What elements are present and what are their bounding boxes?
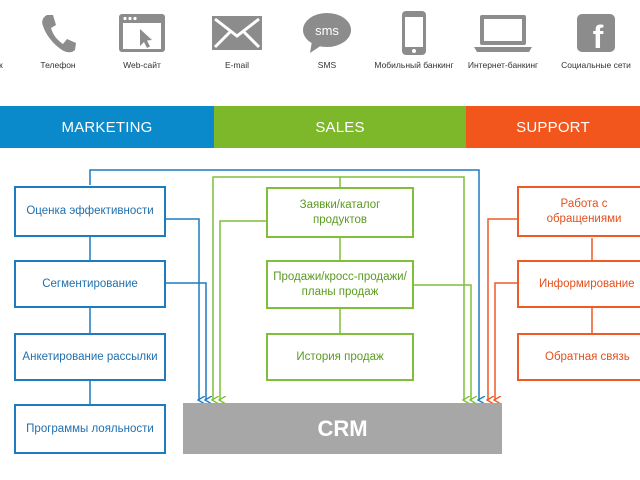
marketing-band-label: MARKETING bbox=[61, 118, 153, 136]
box-label: Обратная связь bbox=[545, 350, 630, 363]
channel-phone: Телефон bbox=[13, 8, 103, 70]
box-label: Сегментирование bbox=[42, 277, 138, 290]
box-label: Заявки/каталог продуктов bbox=[299, 198, 381, 226]
channel-label: SMS bbox=[317, 60, 337, 70]
channel-label: Интернет-банкинг bbox=[467, 60, 539, 70]
channel-email: E-mail bbox=[192, 8, 282, 70]
browser-icon bbox=[97, 8, 187, 58]
channel-label: E-mail bbox=[224, 60, 250, 70]
box-label: Анкетирование рассылки bbox=[22, 350, 158, 363]
sms-icon-text: sms bbox=[315, 23, 339, 38]
crm-block: CRM bbox=[183, 403, 502, 454]
channel-contact: ж bbox=[0, 8, 45, 70]
support-box-informing: Информирование bbox=[517, 260, 640, 308]
box-label: Продажи/кросс-продажи/планы продаж bbox=[273, 270, 407, 298]
box-label: История продаж bbox=[296, 350, 384, 363]
box-label: Работа с обращениями bbox=[546, 197, 622, 225]
channel-label: Web-сайт bbox=[123, 60, 161, 70]
envelope-icon bbox=[192, 8, 282, 58]
facebook-icon: f bbox=[551, 8, 640, 58]
marketing-box-evaluation: Оценка эффективности bbox=[14, 186, 166, 237]
smartphone-icon bbox=[369, 8, 459, 58]
channel-label: Социальные сети bbox=[561, 60, 631, 70]
marketing-box-loyalty: Программы лояльности bbox=[14, 404, 166, 454]
sales-band-label: SALES bbox=[315, 118, 365, 136]
sales-box-requests: Заявки/каталог продуктов bbox=[266, 187, 414, 238]
channel-label: ж bbox=[0, 60, 45, 70]
laptop-icon bbox=[458, 8, 548, 58]
sales-band: SALES bbox=[214, 106, 466, 148]
sms-icon: sms bbox=[282, 8, 372, 58]
box-label: Оценка эффективности bbox=[26, 205, 154, 217]
marketing-band: MARKETING bbox=[0, 106, 214, 148]
channel-label: Телефон bbox=[40, 60, 76, 70]
sales-box-history: История продаж bbox=[266, 333, 414, 381]
sales-box-cross-sales: Продажи/кросс-продажи/планы продаж bbox=[266, 260, 414, 309]
channel-website: Web-сайт bbox=[97, 8, 187, 70]
support-band-label: SUPPORT bbox=[516, 118, 590, 136]
support-box-feedback: Обратная связь bbox=[517, 333, 640, 381]
facebook-icon-text: f bbox=[593, 19, 604, 53]
box-label: Программы лояльности bbox=[26, 422, 154, 435]
phone-icon bbox=[13, 8, 103, 58]
channel-internet-banking: Интернет-банкинг bbox=[458, 8, 548, 70]
marketing-box-surveys: Анкетирование рассылки bbox=[14, 333, 166, 381]
box-label: Информирование bbox=[539, 277, 635, 290]
channel-sms: sms SMS bbox=[282, 8, 372, 70]
channel-mobile-banking: Мобильный банкинг bbox=[369, 8, 459, 70]
channel-social: f Социальные сети bbox=[551, 8, 640, 70]
channel-label: Мобильный банкинг bbox=[374, 60, 454, 70]
support-box-requests: Работа с обращениями bbox=[517, 186, 640, 237]
marketing-box-segmentation: Сегментирование bbox=[14, 260, 166, 308]
support-band: SUPPORT bbox=[466, 106, 640, 148]
crm-label: CRM bbox=[317, 415, 368, 441]
